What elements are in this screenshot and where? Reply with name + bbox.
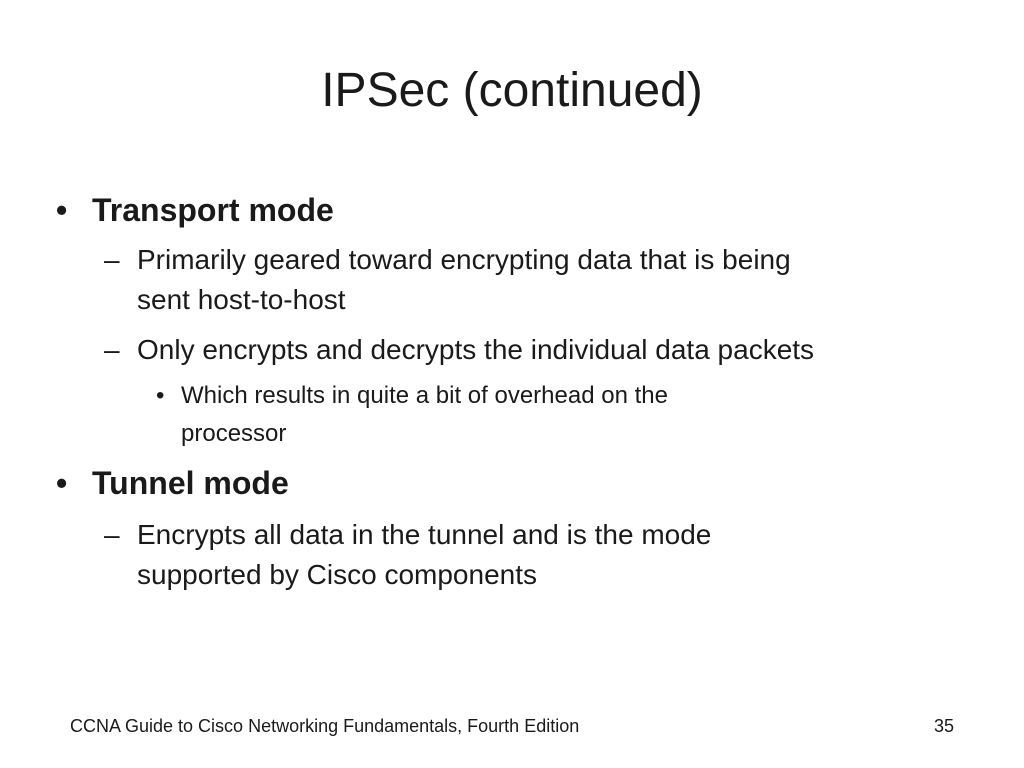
bullet-heading: Tunnel mode xyxy=(92,465,289,501)
text-line: supported by Cisco components xyxy=(137,559,537,590)
footer-book-title: CCNA Guide to Cisco Networking Fundament… xyxy=(70,716,580,736)
sub-bullet-text: Primarily geared toward encrypting data … xyxy=(137,240,977,320)
bullet-marker: • xyxy=(56,465,68,501)
text-line: Primarily geared toward encrypting data … xyxy=(137,244,791,275)
slide-title: IPSec (continued) xyxy=(321,64,703,117)
text-line: Which results in quite a bit of overhead… xyxy=(181,382,668,409)
dash-marker: – xyxy=(104,334,120,365)
bullet-heading: Transport mode xyxy=(92,192,334,228)
sub-sub-bullet-text: Which results in quite a bit of overhead… xyxy=(181,377,841,453)
bullet-marker: • xyxy=(56,192,68,228)
bullet-marker: • xyxy=(156,382,165,409)
footer-page-number: 35 xyxy=(933,716,954,736)
dash-marker: – xyxy=(104,244,120,275)
sub-bullet-text: Encrypts all data in the tunnel and is t… xyxy=(137,515,977,595)
dash-marker: – xyxy=(104,519,120,550)
text-line: Encrypts all data in the tunnel and is t… xyxy=(137,519,712,550)
text-line: Only encrypts and decrypts the individua… xyxy=(137,334,815,365)
text-line: processor xyxy=(181,420,287,447)
text-line: sent host-to-host xyxy=(137,284,346,315)
sub-bullet-text: Only encrypts and decrypts the individua… xyxy=(137,330,977,370)
